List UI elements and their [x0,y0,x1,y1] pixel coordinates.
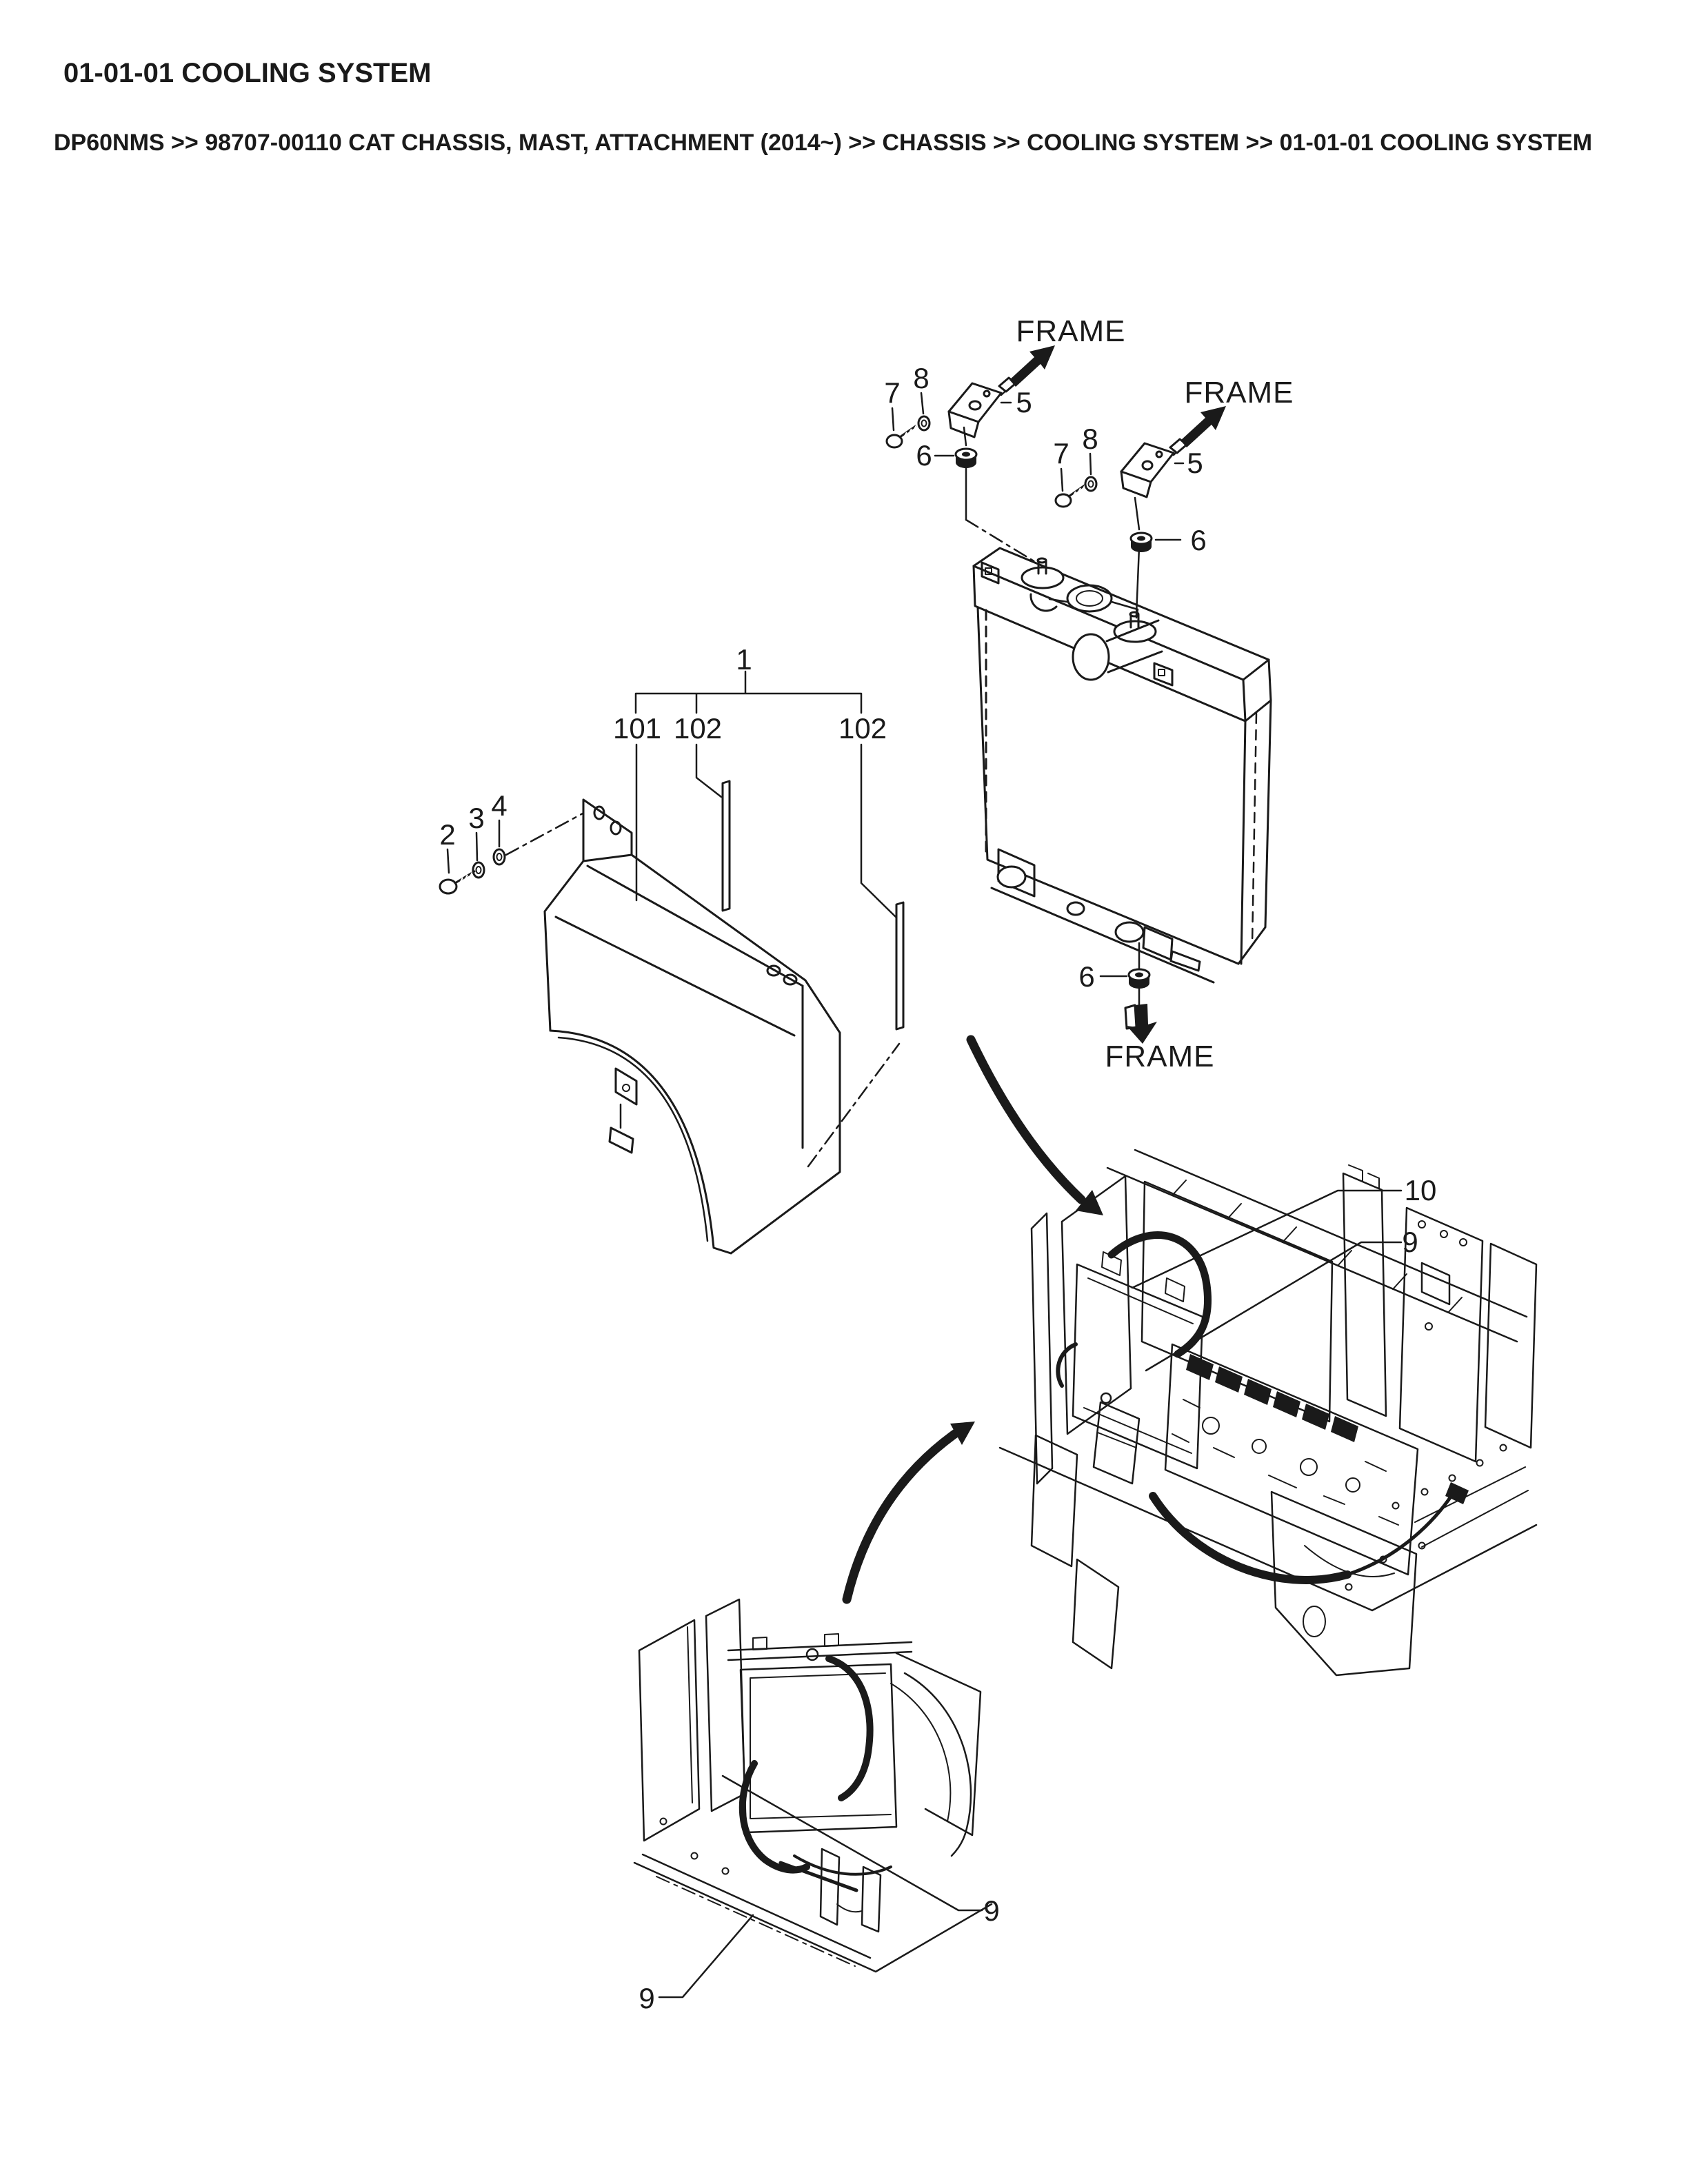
bolt-part-2 [439,870,476,895]
callout-7-upper: 7 [884,376,901,409]
callout-102-left: 102 [673,712,723,745]
callout-9-installed-right: 9 [983,1894,1000,1927]
bracket-part-5-right [1120,442,1185,531]
washer-part-8-right [1084,476,1098,492]
frame-label-right: FRAME [1184,376,1294,410]
frame-label-bottom: FRAME [1105,1040,1215,1073]
fan-shroud-part-101 [543,798,841,1255]
grommet-part-6-upper [954,447,1040,565]
washer-part-3 [472,861,485,879]
page-title: 01-01-01 COOLING SYSTEM [63,58,432,88]
callout-7-right: 7 [1053,437,1069,469]
callout-6-upper: 6 [916,439,932,472]
callout-leader-lines [446,392,1403,1999]
callout-5-upper: 5 [1016,386,1032,418]
frame-arrow-right-icon [1169,406,1226,454]
seal-strip-part-102-left [721,780,731,912]
bolt-part-7-upper [885,425,917,449]
callout-9-installed-left: 9 [639,1982,655,2014]
seal-strip-part-102-right [895,901,905,1031]
washer-part-4 [492,848,506,866]
callout-102-right: 102 [838,712,887,745]
radiator-part [972,547,1272,984]
callout-2: 2 [439,818,456,851]
callout-6-bottom: 6 [1078,960,1095,993]
installed-cooling-view [633,1598,993,1973]
callout-101: 101 [612,712,662,745]
flow-arrow-to-installed-view-icon [842,1422,975,1604]
callout-3: 3 [468,802,485,834]
grommet-part-6-bottom [1127,968,1151,1006]
callout-8-right: 8 [1082,423,1098,455]
frame-label-top: FRAME [1016,314,1126,348]
callout-8-upper: 8 [913,362,930,394]
breadcrumb[interactable]: DP60NMS >> 98707-00110 CAT CHASSIS, MAST… [54,130,1593,156]
callout-10: 10 [1404,1174,1437,1206]
callout-9-engine: 9 [1402,1226,1418,1258]
grommet-part-6-right [1129,532,1153,616]
frame-arrow-bottom-icon [1124,1004,1157,1044]
frame-arrow-top-icon [998,345,1055,393]
engine-bay-assembly-view [998,1149,1538,1677]
washer-part-8-upper [917,415,931,432]
callout-5-right: 5 [1187,447,1203,479]
callout-1: 1 [736,643,752,676]
callout-4: 4 [491,789,508,822]
callout-6-right: 6 [1190,524,1207,556]
